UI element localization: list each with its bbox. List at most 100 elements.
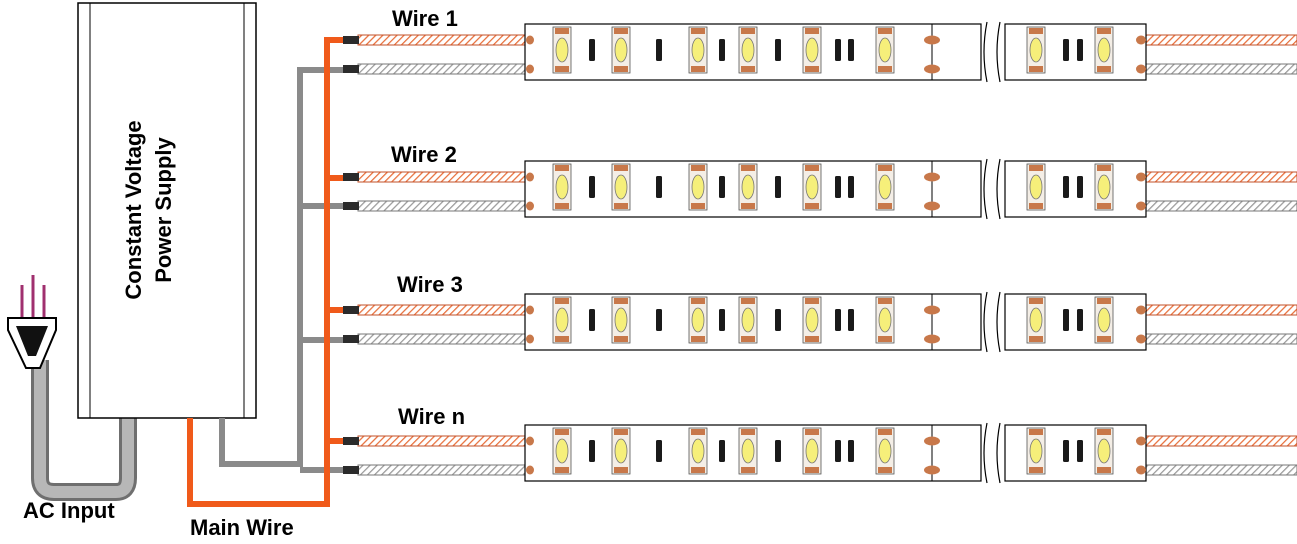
smd-led-icon	[1026, 26, 1046, 74]
solder-pad	[526, 465, 534, 475]
smd-led-icon	[738, 427, 758, 475]
strip-wire	[1145, 63, 1297, 75]
smd-led-icon	[611, 26, 631, 74]
resistor-icon	[775, 309, 781, 331]
resistor-icon	[1063, 39, 1069, 61]
resistor-icon	[719, 176, 725, 198]
smd-led-icon	[1094, 163, 1114, 211]
solder-pad	[526, 201, 534, 211]
strip-wire	[1145, 34, 1297, 46]
smd-led-icon	[738, 26, 758, 74]
smd-led-icon	[875, 427, 895, 475]
led-strip-row-4	[343, 422, 1297, 484]
strip-wire	[357, 304, 526, 316]
solder-pad	[924, 305, 940, 315]
wire-label-1: Wire 1	[392, 6, 458, 31]
power-supply-label-line2: Power Supply	[151, 137, 176, 283]
solder-pad	[1136, 201, 1146, 211]
smd-led-icon	[875, 296, 895, 344]
led-strip-segment	[1004, 23, 1147, 81]
resistor-icon	[835, 39, 841, 61]
smd-led-icon	[688, 296, 708, 344]
resistor-icon	[835, 176, 841, 198]
break-mark	[983, 422, 988, 484]
smd-led-icon	[802, 427, 822, 475]
smd-led-icon	[802, 26, 822, 74]
smd-led-icon	[611, 163, 631, 211]
resistor-icon	[848, 440, 854, 462]
wire-label-3: Wire 3	[397, 272, 463, 297]
wire-terminal	[343, 36, 359, 44]
ac-cable-inner	[34, 360, 134, 498]
break-mark	[996, 158, 1001, 220]
solder-pad	[1136, 64, 1146, 74]
solder-pad	[924, 35, 940, 45]
break-mark	[996, 291, 1001, 353]
break-mark	[983, 21, 988, 83]
resistor-icon	[589, 440, 595, 462]
led-strip-segment	[1004, 160, 1147, 218]
ac-plug-icon	[7, 275, 57, 369]
smd-led-icon	[802, 163, 822, 211]
strip-wire	[1145, 435, 1297, 447]
strip-wire	[357, 333, 526, 345]
resistor-icon	[835, 440, 841, 462]
smd-led-icon	[1094, 427, 1114, 475]
led-strip-row-2	[343, 158, 1297, 220]
strip-wire	[357, 435, 526, 447]
resistor-icon	[775, 176, 781, 198]
resistor-icon	[719, 309, 725, 331]
wire-terminal	[343, 335, 359, 343]
power-supply	[77, 2, 257, 419]
smd-led-icon	[611, 296, 631, 344]
smd-led-icon	[552, 427, 572, 475]
smd-led-icon	[875, 26, 895, 74]
solder-pad	[924, 172, 940, 182]
solder-pad	[1136, 334, 1146, 344]
solder-pad	[1136, 35, 1146, 45]
break-mark	[983, 291, 988, 353]
smd-led-icon	[802, 296, 822, 344]
solder-pad	[526, 172, 534, 182]
break-mark	[996, 422, 1001, 484]
resistor-icon	[656, 440, 662, 462]
strip-wire	[357, 63, 526, 75]
resistor-icon	[1077, 440, 1083, 462]
wire-terminal	[343, 65, 359, 73]
smd-led-icon	[688, 26, 708, 74]
solder-pad	[1136, 465, 1146, 475]
led-strip-row-1	[343, 21, 1297, 83]
resistor-icon	[656, 176, 662, 198]
led-strip-segment	[1004, 293, 1147, 351]
solder-pad	[526, 436, 534, 446]
resistor-icon	[1077, 176, 1083, 198]
smd-led-icon	[1026, 163, 1046, 211]
smd-led-icon	[738, 163, 758, 211]
smd-led-icon	[1094, 26, 1114, 74]
led-strip-segment	[1004, 424, 1147, 482]
solder-pad	[526, 305, 534, 315]
wire-terminal	[343, 173, 359, 181]
solder-pad	[1136, 172, 1146, 182]
smd-led-icon	[611, 427, 631, 475]
strip-wire	[1145, 464, 1297, 476]
strip-wire	[1145, 304, 1297, 316]
resistor-icon	[1077, 309, 1083, 331]
resistor-icon	[835, 309, 841, 331]
smd-led-icon	[552, 26, 572, 74]
smd-led-icon	[688, 427, 708, 475]
strip-wire	[1145, 333, 1297, 345]
solder-pad	[924, 201, 940, 211]
resistor-icon	[589, 39, 595, 61]
resistor-icon	[775, 440, 781, 462]
resistor-icon	[1077, 39, 1083, 61]
resistor-icon	[1063, 440, 1069, 462]
smd-led-icon	[1094, 296, 1114, 344]
solder-pad	[924, 465, 940, 475]
wire-terminal	[343, 202, 359, 210]
solder-pad	[526, 334, 534, 344]
wire-label-2: Wire 2	[391, 142, 457, 167]
wire-label-n: Wire n	[398, 404, 466, 429]
resistor-icon	[656, 309, 662, 331]
